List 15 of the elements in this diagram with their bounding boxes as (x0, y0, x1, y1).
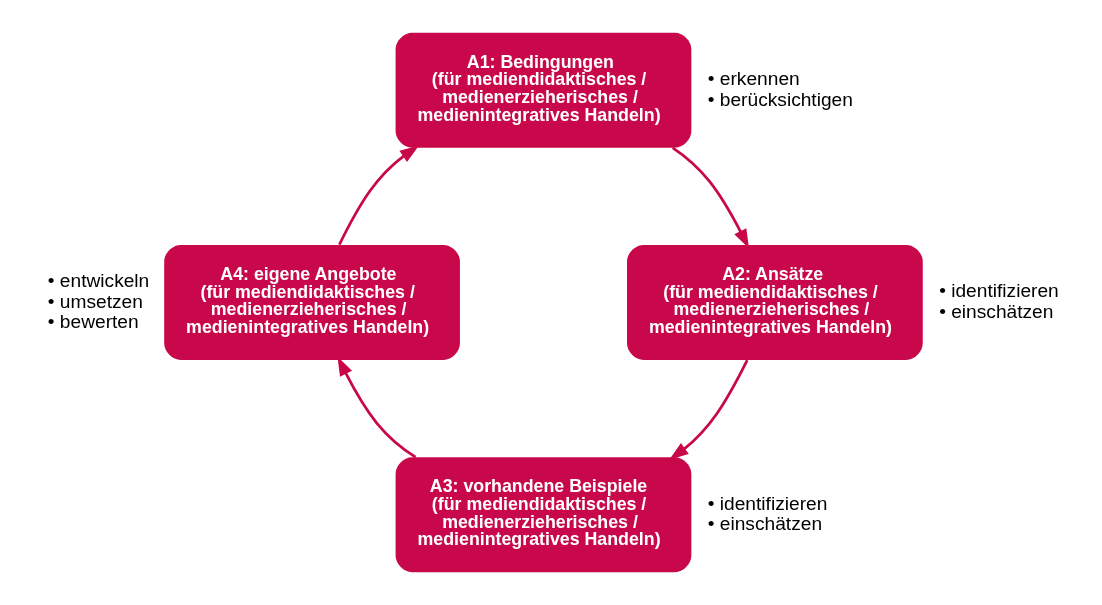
node-label: • erkennen (707, 68, 800, 90)
node-label: • entwickeln (47, 270, 150, 292)
arrow (338, 145, 419, 246)
node-label: • berücksichtigen (707, 88, 853, 110)
node-label: • identifizieren (939, 280, 1059, 302)
node-box: A2: Ansätze (für mediendidaktisches / medienerzieherisches / medienintegratives Handeln) (627, 245, 923, 360)
node-box: A4: eigene Angebote (für mediendidaktisches / medienerzieherisches / medienintegratives Handeln) (164, 245, 460, 360)
node-box: A1: Bedingungen (für mediendidaktisches / medienerzieherisches / medienintegratives Handeln) (395, 32, 692, 148)
node-label: • identifizieren (707, 492, 828, 514)
arrow (669, 359, 749, 460)
node-label: • bewerten (47, 311, 139, 333)
node-box: A3: vorhandene Beispiele (für mediendidaktisches / medienerzieherisches / medienintegratives Handeln) (395, 457, 692, 573)
node-label: • einschätzen (939, 300, 1054, 322)
node-label: • einschätzen (707, 513, 823, 535)
node-label: • umsetzen (47, 290, 143, 312)
